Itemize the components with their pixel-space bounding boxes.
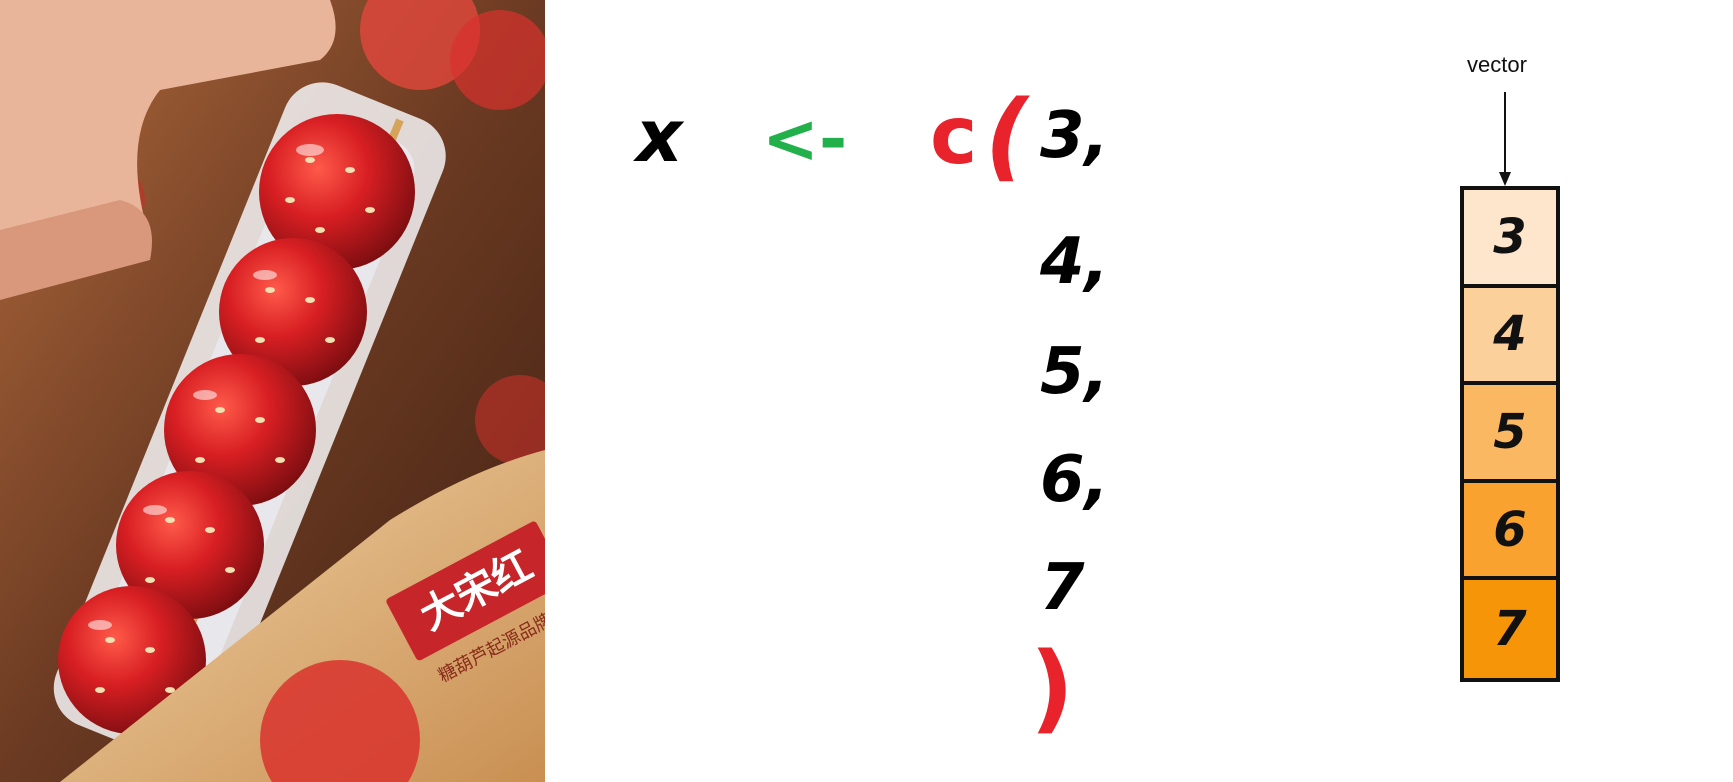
vector-cell-value: 3 <box>1493 208 1527 265</box>
vector-box: 3 4 5 6 7 <box>1460 186 1560 682</box>
code-assign-operator: <- <box>762 100 848 179</box>
vector-cell: 4 <box>1464 287 1556 386</box>
code-function-name: c <box>930 89 978 182</box>
vector-cell-value: 6 <box>1493 501 1527 558</box>
vector-cell-value: 5 <box>1493 403 1527 460</box>
vector-cell: 7 <box>1464 580 1556 678</box>
tanghulu-photo: 大宋红 糖葫芦起源品牌 <box>0 0 545 782</box>
vector-cell: 3 <box>1464 190 1556 288</box>
code-value-4: 6, <box>1040 443 1109 517</box>
code-value-1: 3, <box>1040 99 1109 173</box>
code-value-3: 5, <box>1040 335 1109 409</box>
code-value-5: 7 <box>1040 551 1085 625</box>
code-variable: x <box>636 94 683 178</box>
vector-label: vector <box>1467 52 1527 77</box>
code-value-2: 4, <box>1040 225 1109 299</box>
vector-cell-value: 7 <box>1493 601 1527 658</box>
code-open-paren: ( <box>985 80 1029 192</box>
vector-cell-value: 4 <box>1493 306 1527 363</box>
down-arrow-icon <box>1499 92 1511 186</box>
code-close-paren: ) <box>1030 632 1074 744</box>
vector-cell: 5 <box>1464 385 1556 483</box>
vector-cell: 6 <box>1464 482 1556 581</box>
